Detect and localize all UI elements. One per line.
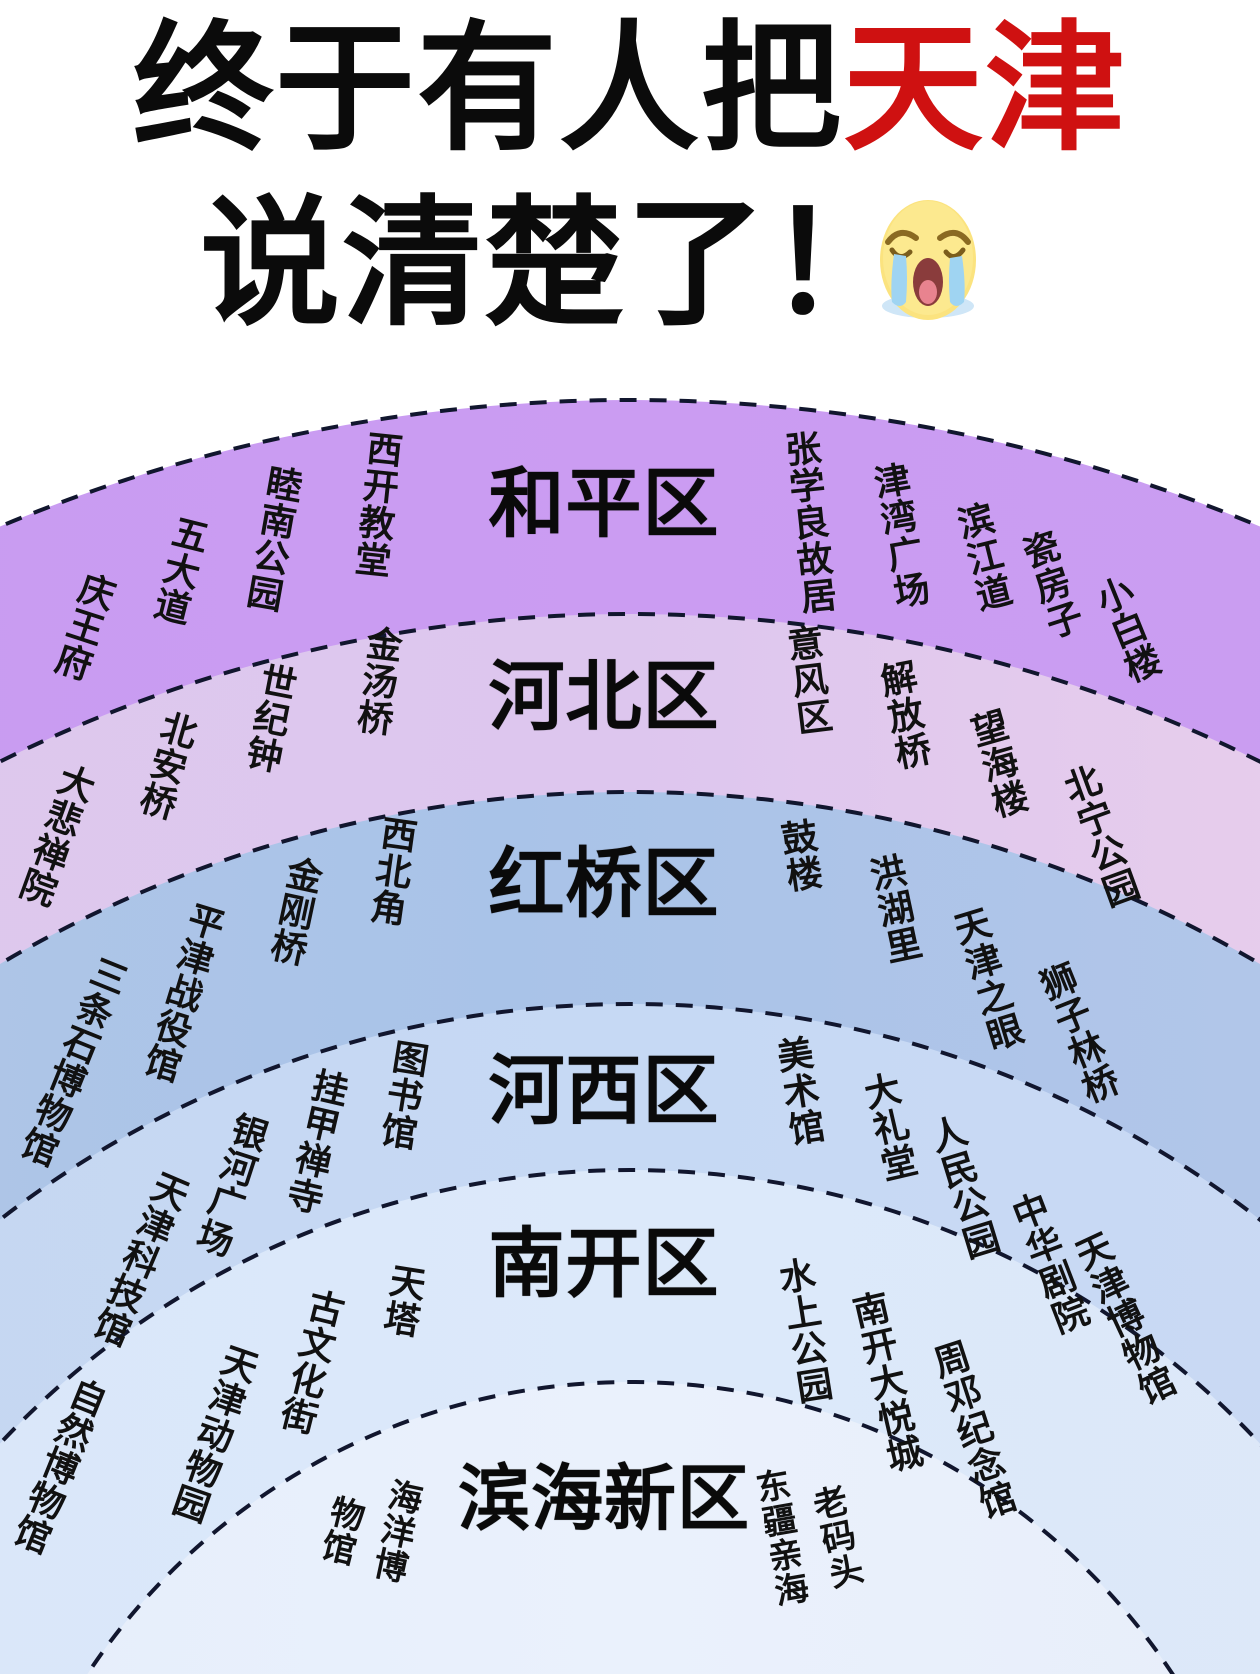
title-line-1-prefix: 终于有人把 (132, 8, 843, 171)
title-accent-tianjin: 天津 (843, 8, 1128, 171)
poi-label[interactable]: 天塔 (375, 1260, 428, 1340)
divider-3 (0, 1002, 1260, 1223)
rings-svg (0, 398, 1260, 1674)
poi-label[interactable]: 鼓楼 (773, 816, 824, 896)
divider-4 (0, 1168, 1260, 1447)
title-line-2: 说清楚了！ (0, 185, 1260, 345)
title-line-1: 终于有人把天津 (0, 10, 1260, 170)
district-name-hongqiao[interactable]: 红桥区 (488, 839, 720, 928)
ring-dividers (0, 398, 1260, 1674)
loudly-crying-face-icon (880, 200, 976, 320)
district-name-nankai[interactable]: 南开区 (488, 1219, 720, 1308)
ring-bands (0, 400, 1260, 1674)
district-name-hexi[interactable]: 河西区 (488, 1046, 720, 1135)
title-line-2-text: 说清楚了！ (199, 183, 910, 346)
district-name-hebei[interactable]: 河北区 (488, 652, 720, 741)
divider-5 (85, 1380, 1175, 1674)
district-name-heping[interactable]: 和平区 (488, 459, 720, 548)
district-rings: 和平区 河北区 红桥区 河西区 南开区 滨海新区 庆王府 五大道 睦南公园 西开… (0, 372, 1260, 1674)
title-block: 终于有人把天津 说清楚了！ (0, 0, 1260, 372)
band-binhaixinqu (87, 1382, 1173, 1674)
district-name-binhaixinqu[interactable]: 滨海新区 (457, 1456, 751, 1541)
divider-outer (0, 398, 1260, 530)
